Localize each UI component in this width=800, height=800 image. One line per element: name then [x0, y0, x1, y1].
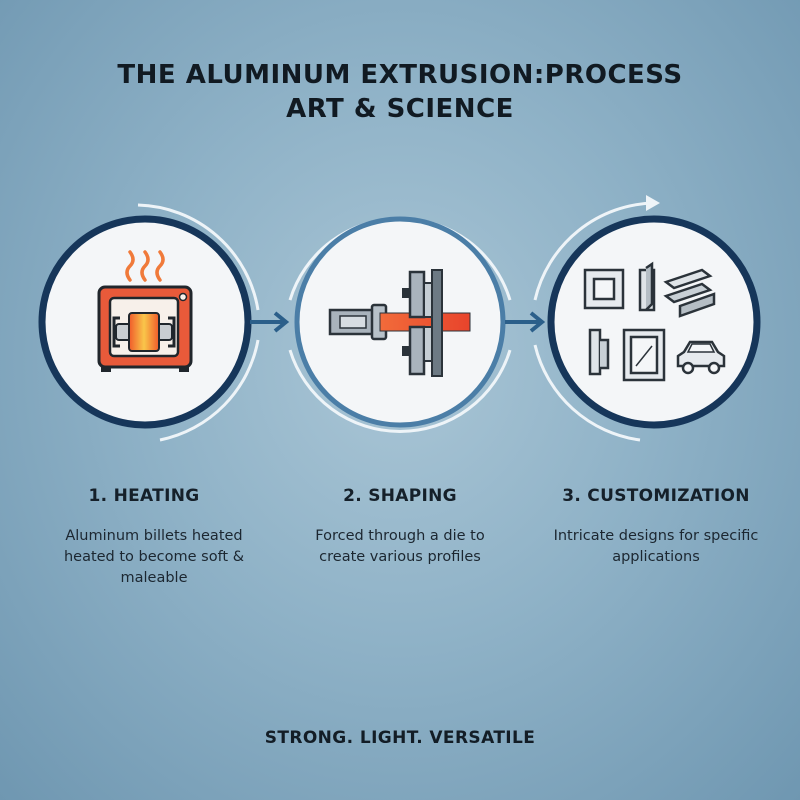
profiles-icon [583, 261, 726, 382]
outer-arc-2b [288, 349, 512, 433]
step-circle-3 [547, 215, 761, 429]
arrow-right-icon [250, 311, 290, 333]
furnace-icon [97, 250, 193, 372]
window-frame-icon [622, 328, 666, 382]
outer-arrow-head [646, 195, 660, 211]
step-2-title: 2. SHAPING [343, 486, 457, 506]
tagline: STRONG. LIGHT. VERSATILE [264, 728, 536, 748]
page-title-line1: THE ALUMINUM EXTRUSION:PROCESS [117, 60, 683, 90]
outer-arc-3b [533, 344, 641, 442]
step-3-title: 3. CUSTOMIZATION [562, 486, 750, 506]
car-icon [676, 340, 726, 375]
page-title-line2: ART & SCIENCE [286, 94, 514, 124]
step-3-description: Intricate designs for specific applicati… [553, 528, 759, 565]
step-1-description: Aluminum billets heated heated to become… [63, 528, 245, 586]
arrow-right-icon [505, 311, 546, 333]
rail-profile-icon [588, 328, 610, 376]
i-beam-profile-icon [638, 261, 656, 312]
step-2-description: Forced through a die to create various p… [315, 528, 485, 565]
outer-arc-3 [533, 201, 656, 301]
outer-arc-1 [137, 203, 260, 311]
square-frame-icon [583, 268, 625, 310]
outer-arc-1b [159, 339, 260, 442]
extrusion-die-icon [328, 269, 471, 377]
channel-profile-icon [663, 268, 716, 318]
step-1-title: 1. HEATING [88, 486, 200, 506]
